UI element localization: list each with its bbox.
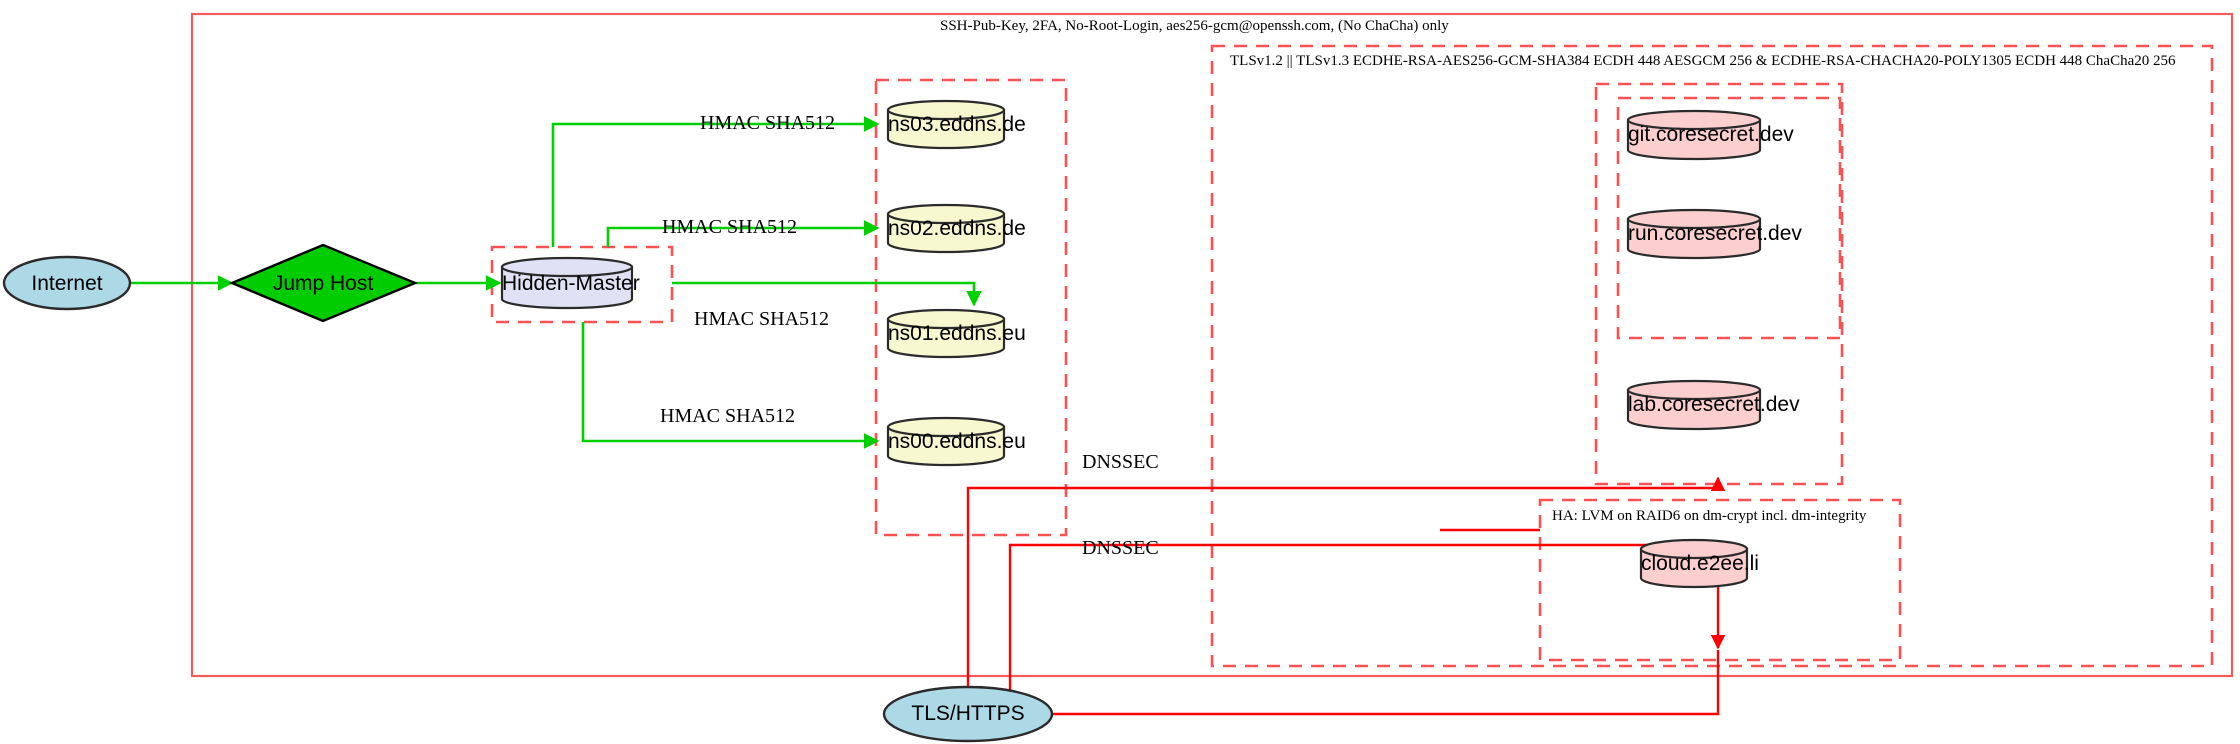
coresecret-cluster-frame [1594, 82, 1844, 486]
edge-label-dnssec-top: DNSSEC [1082, 451, 1159, 473]
node-ns03-shape[interactable] [886, 99, 1006, 150]
edge-hiddenmaster-ns03 [551, 116, 880, 247]
edge-label-hmac-ns03: HMAC SHA512 [700, 112, 836, 134]
node-tls-https-label[interactable]: TLS/HTTPS [911, 702, 1025, 725]
edge-hiddenmaster-ns01 [672, 281, 982, 307]
edge-tlshttps-right [1052, 650, 1720, 716]
edge-dnssec-top [966, 476, 1726, 690]
ssh-cluster-frame [190, 12, 2234, 678]
node-ns01-label[interactable]: ns01.eddns.eu [888, 322, 1026, 345]
node-tls-https-shape[interactable] [882, 685, 1054, 743]
edge-label-dnssec-bottom: DNSSEC [1082, 537, 1159, 559]
ssh-cluster-label: SSH-Pub-Key, 2FA, No-Root-Login, aes256-… [940, 18, 1449, 34]
coresecret-inner-cluster-frame [1616, 96, 1842, 340]
node-lab-coresecret-label[interactable]: lab.coresecret.dev [1628, 393, 1800, 416]
edge-dnssec-bottom [1008, 543, 1726, 714]
node-jump-host-shape[interactable] [228, 243, 419, 323]
node-internet-label[interactable]: Internet [31, 272, 103, 295]
edge-label-hmac-ns01: HMAC SHA512 [694, 308, 830, 330]
node-internet-shape[interactable] [2, 255, 132, 311]
ha-cluster-frame [1538, 498, 1902, 662]
node-git-coresecret-shape[interactable] [1626, 109, 1762, 161]
node-ns00-label[interactable]: ns00.eddns.eu [888, 430, 1026, 453]
edge-label-hmac-ns00: HMAC SHA512 [660, 405, 796, 427]
edge-label-hmac-ns02: HMAC SHA512 [662, 216, 798, 238]
node-ns03-label[interactable]: ns03.eddns.de [888, 113, 1026, 136]
tls-cluster-label: TLSv1.2 || TLSv1.3 ECDHE-RSA-AES256-GCM-… [1230, 53, 2176, 69]
ha-cluster-label: HA: LVM on RAID6 on dm-crypt incl. dm-in… [1552, 508, 1867, 524]
node-ns02-shape[interactable] [886, 203, 1006, 254]
node-hidden-master-label[interactable]: Hidden-Master [502, 272, 640, 295]
node-ns02-label[interactable]: ns02.eddns.de [888, 217, 1026, 240]
node-cloud-e2ee-label[interactable]: cloud.e2ee.li [1641, 552, 1759, 575]
tls-cluster-frame [1210, 44, 2214, 668]
node-hidden-master-shape[interactable] [500, 256, 634, 310]
node-git-coresecret-label[interactable]: git.coresecret.dev [1628, 123, 1794, 146]
nameserver-cluster-frame [874, 78, 1068, 537]
node-run-coresecret-label[interactable]: run.coresecret.dev [1628, 222, 1802, 245]
node-ns00-shape[interactable] [886, 416, 1006, 467]
edge-hiddenmaster-ns00 [581, 322, 880, 449]
node-jump-host-label[interactable]: Jump Host [272, 272, 374, 295]
edge-hiddenmaster-ns02 [606, 220, 880, 247]
node-run-coresecret-shape[interactable] [1626, 208, 1762, 260]
node-ns01-shape[interactable] [886, 308, 1006, 359]
node-cloud-e2ee-shape[interactable] [1639, 538, 1749, 589]
node-lab-coresecret-shape[interactable] [1626, 379, 1762, 431]
